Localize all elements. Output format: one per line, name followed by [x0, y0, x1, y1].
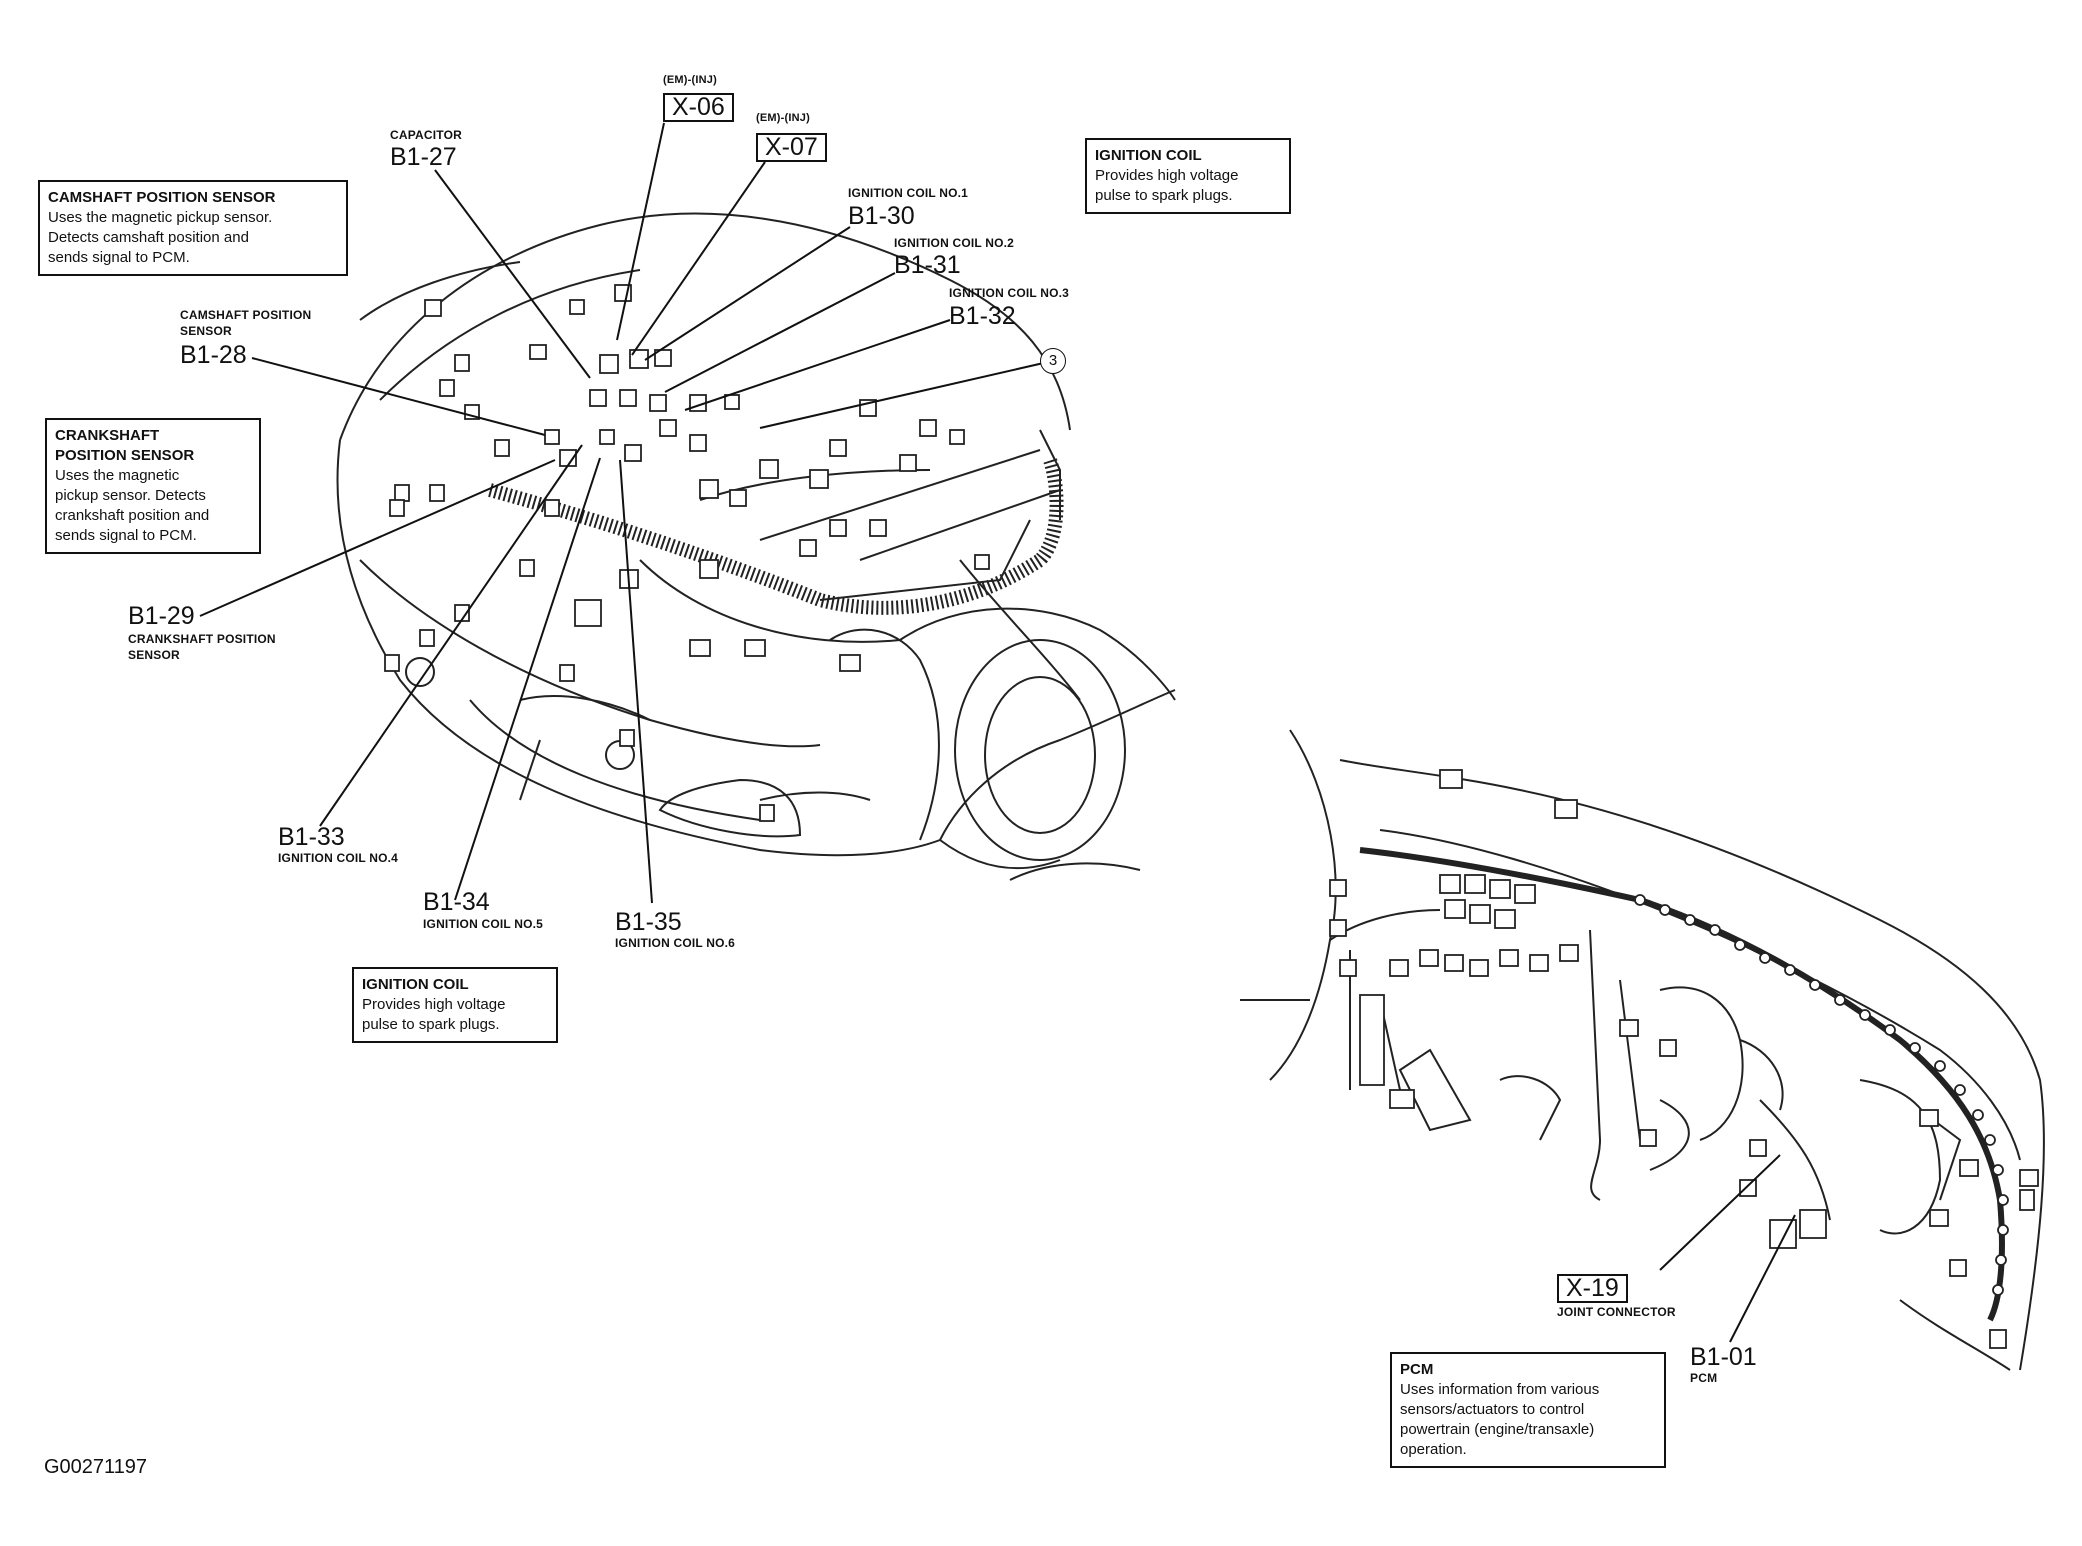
- b128-connector-label: B1-28: [180, 341, 247, 369]
- b101-sub-label: PCM: [1690, 1371, 1718, 1385]
- b131-sub-label: IGNITION COIL NO.2: [894, 236, 1015, 250]
- connectors-left: [384, 284, 990, 822]
- b133-connector-label: B1-33: [278, 823, 345, 851]
- leader-lines: [199, 122, 1796, 1343]
- x06-sub-label: (EM)-(INJ): [663, 74, 717, 86]
- ignition-coil-description-top: IGNITION COIL Provides high voltage puls…: [1085, 138, 1291, 214]
- crankshaft-desc-body: Uses the magnetic pickup sensor. Detects…: [55, 467, 210, 544]
- harness-clips: [1634, 894, 2009, 1296]
- ignition-coil-top-title: IGNITION COIL: [1095, 147, 1202, 164]
- crankshaft-desc-title: CRANKSHAFT POSITION SENSOR: [55, 427, 195, 464]
- b130-connector-label: B1-30: [848, 202, 915, 230]
- b101-connector-label: B1-01: [1690, 1343, 1757, 1371]
- b128-sub-label: CAMSHAFT POSITION SENSOR: [180, 308, 312, 338]
- ignition-coil-bottom-title: IGNITION COIL: [362, 976, 469, 993]
- x07-sub-label: (EM)-(INJ): [756, 112, 810, 124]
- engine-bay-drawing: [336, 212, 1176, 881]
- b134-connector-label: B1-34: [423, 888, 490, 916]
- b129-sub-label: CRANKSHAFT POSITION SENSOR: [128, 632, 276, 662]
- b127-connector-label: B1-27: [390, 143, 457, 171]
- ignition-coil-bottom-body: Provides high voltage pulse to spark plu…: [362, 996, 506, 1033]
- ignition-coil-top-body: Provides high voltage pulse to spark plu…: [1095, 167, 1239, 204]
- b134-sub-label: IGNITION COIL NO.5: [423, 917, 544, 931]
- b129-connector-label: B1-29: [128, 602, 195, 630]
- b132-sub-label: IGNITION COIL NO.3: [949, 286, 1070, 300]
- b135-connector-label: B1-35: [615, 908, 682, 936]
- b133-sub-label: IGNITION COIL NO.4: [278, 851, 399, 865]
- pcm-description: PCM Uses information from various sensor…: [1390, 1352, 1666, 1468]
- b132-connector-label: B1-32: [949, 302, 1016, 330]
- camshaft-desc-body: Uses the magnetic pickup sensor. Detects…: [48, 209, 273, 266]
- x19-connector-label: X-19: [1557, 1274, 1628, 1303]
- camshaft-desc-title: CAMSHAFT POSITION SENSOR: [48, 189, 276, 206]
- harness-tube: [488, 457, 1064, 615]
- crankshaft-sensor-description: CRANKSHAFT POSITION SENSOR Uses the magn…: [45, 418, 261, 554]
- reference-circle: 3: [1040, 348, 1066, 374]
- pcm-desc-title: PCM: [1400, 1361, 1434, 1378]
- connectors-right: [1329, 769, 2039, 1349]
- dashboard-harness: [1359, 847, 2005, 1322]
- b131-connector-label: B1-31: [894, 251, 961, 279]
- ignition-coil-description-bottom: IGNITION COIL Provides high voltage puls…: [352, 967, 558, 1043]
- x19-sub-label: JOINT CONNECTOR: [1557, 1305, 1676, 1319]
- pcm-desc-body: Uses information from various sensors/ac…: [1400, 1381, 1600, 1458]
- camshaft-sensor-description: CAMSHAFT POSITION SENSOR Uses the magnet…: [38, 180, 348, 276]
- b135-sub-label: IGNITION COIL NO.6: [615, 936, 736, 950]
- b127-sub-label: CAPACITOR: [390, 128, 463, 142]
- figure-id: G00271197: [44, 1456, 148, 1478]
- x07-connector-label: X-07: [756, 133, 827, 162]
- x06-connector-label: X-06: [663, 93, 734, 122]
- b130-sub-label: IGNITION COIL NO.1: [848, 186, 969, 200]
